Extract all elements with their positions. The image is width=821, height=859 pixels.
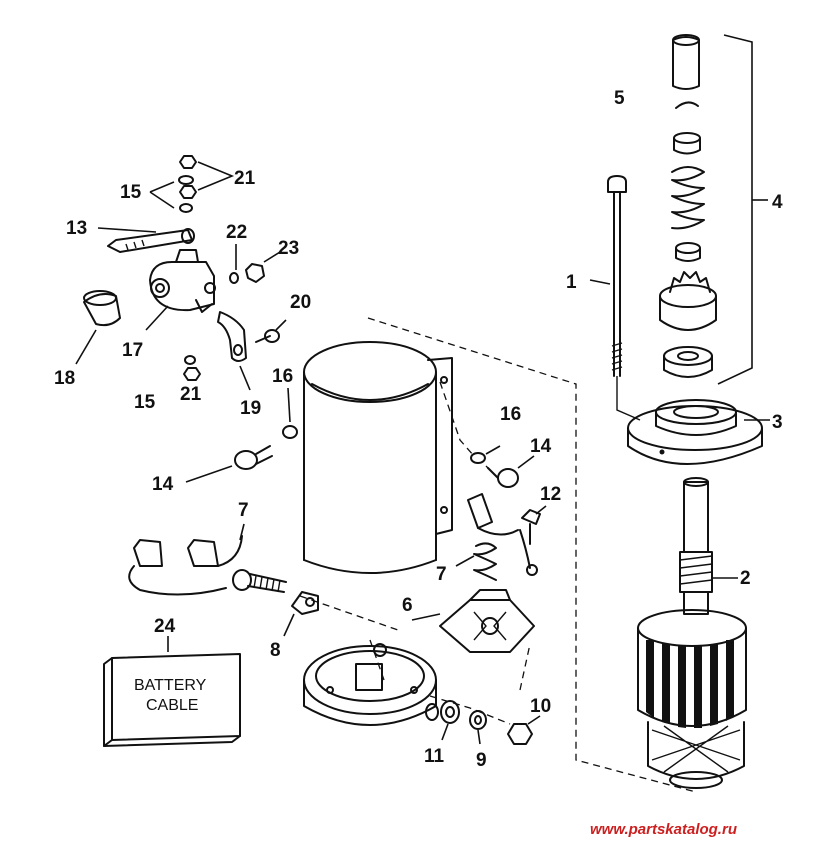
battery-box-line2: CABLE <box>146 697 198 714</box>
callout-16-left: 16 <box>272 366 293 387</box>
terminal-bracket <box>291 591 319 615</box>
terminal-stud-13 <box>107 228 195 253</box>
callout-19: 19 <box>240 398 261 419</box>
thrust-collar <box>673 132 701 155</box>
lock-washer-9 <box>469 710 487 730</box>
screw-20 <box>255 329 280 343</box>
callout-3: 3 <box>772 412 783 433</box>
pinion-gear <box>659 271 717 331</box>
field-frame <box>303 341 453 574</box>
washer-11 <box>440 700 460 724</box>
frame-screw-right <box>485 465 519 488</box>
brush-set-left <box>128 535 243 596</box>
callout-14-right: 14 <box>530 436 552 457</box>
watermark-text: www.partskatalog.ru <box>590 821 737 838</box>
callout-21-top: 21 <box>234 168 256 189</box>
callout-4: 4 <box>772 192 783 213</box>
washer-22 <box>229 272 239 284</box>
brush-lead <box>467 493 538 576</box>
callout-12: 12 <box>540 484 561 505</box>
boot-18 <box>83 290 121 327</box>
callout-15-bottom: 15 <box>134 392 156 413</box>
drive-end-cap <box>627 399 763 465</box>
frame-screw-left <box>234 445 273 470</box>
callout-labels: 1 2 3 4 5 6 7 7 8 9 10 11 12 13 14 14 15… <box>54 88 783 771</box>
nut-21-bottom <box>183 355 201 381</box>
callout-21-bottom: 21 <box>180 384 202 405</box>
nut-23 <box>245 263 265 283</box>
hex-nut-10 <box>507 723 533 745</box>
battery-box-line1: BATTERY <box>134 677 207 694</box>
battery-cable-package <box>103 653 241 747</box>
callout-7-center: 7 <box>436 564 447 585</box>
callout-11: 11 <box>424 746 445 767</box>
lock-washer-right <box>470 452 486 464</box>
callout-17: 17 <box>122 340 143 361</box>
callout-10: 10 <box>530 696 551 717</box>
callout-23: 23 <box>278 238 299 259</box>
mounting-strap-19 <box>217 311 247 362</box>
callout-24: 24 <box>154 616 176 637</box>
spring <box>671 166 705 230</box>
stop-nut <box>663 346 713 378</box>
callout-16-right: 16 <box>500 404 521 425</box>
armature <box>637 477 747 789</box>
terminal-bolt <box>232 569 287 593</box>
callout-1: 1 <box>566 272 577 293</box>
nut-21-top <box>179 155 197 169</box>
assembly-line-frame <box>367 317 697 793</box>
callout-13: 13 <box>66 218 87 239</box>
solenoid <box>149 249 216 313</box>
callout-8: 8 <box>270 640 281 661</box>
callout-15-top: 15 <box>120 182 142 203</box>
callout-18: 18 <box>54 368 75 389</box>
callout-7-left: 7 <box>238 500 249 521</box>
callout-9: 9 <box>476 750 487 771</box>
callout-20: 20 <box>290 292 311 313</box>
callout-2: 2 <box>740 568 751 589</box>
through-bolt <box>607 175 627 377</box>
group-4-bracket <box>717 34 753 385</box>
ground-screw <box>521 509 541 545</box>
commutator-end-cap <box>303 643 439 726</box>
washer-15-top <box>178 175 197 213</box>
callout-22: 22 <box>226 222 247 243</box>
retaining-ring-5 <box>675 101 699 109</box>
lock-washer-left <box>282 425 298 439</box>
callout-5: 5 <box>614 88 625 109</box>
callout-6: 6 <box>402 595 413 616</box>
brush-plate <box>439 589 535 653</box>
brush-spring <box>473 542 497 581</box>
callout-14-left: 14 <box>152 474 174 495</box>
spring-cup <box>675 242 701 262</box>
drive-sleeve <box>672 34 700 90</box>
